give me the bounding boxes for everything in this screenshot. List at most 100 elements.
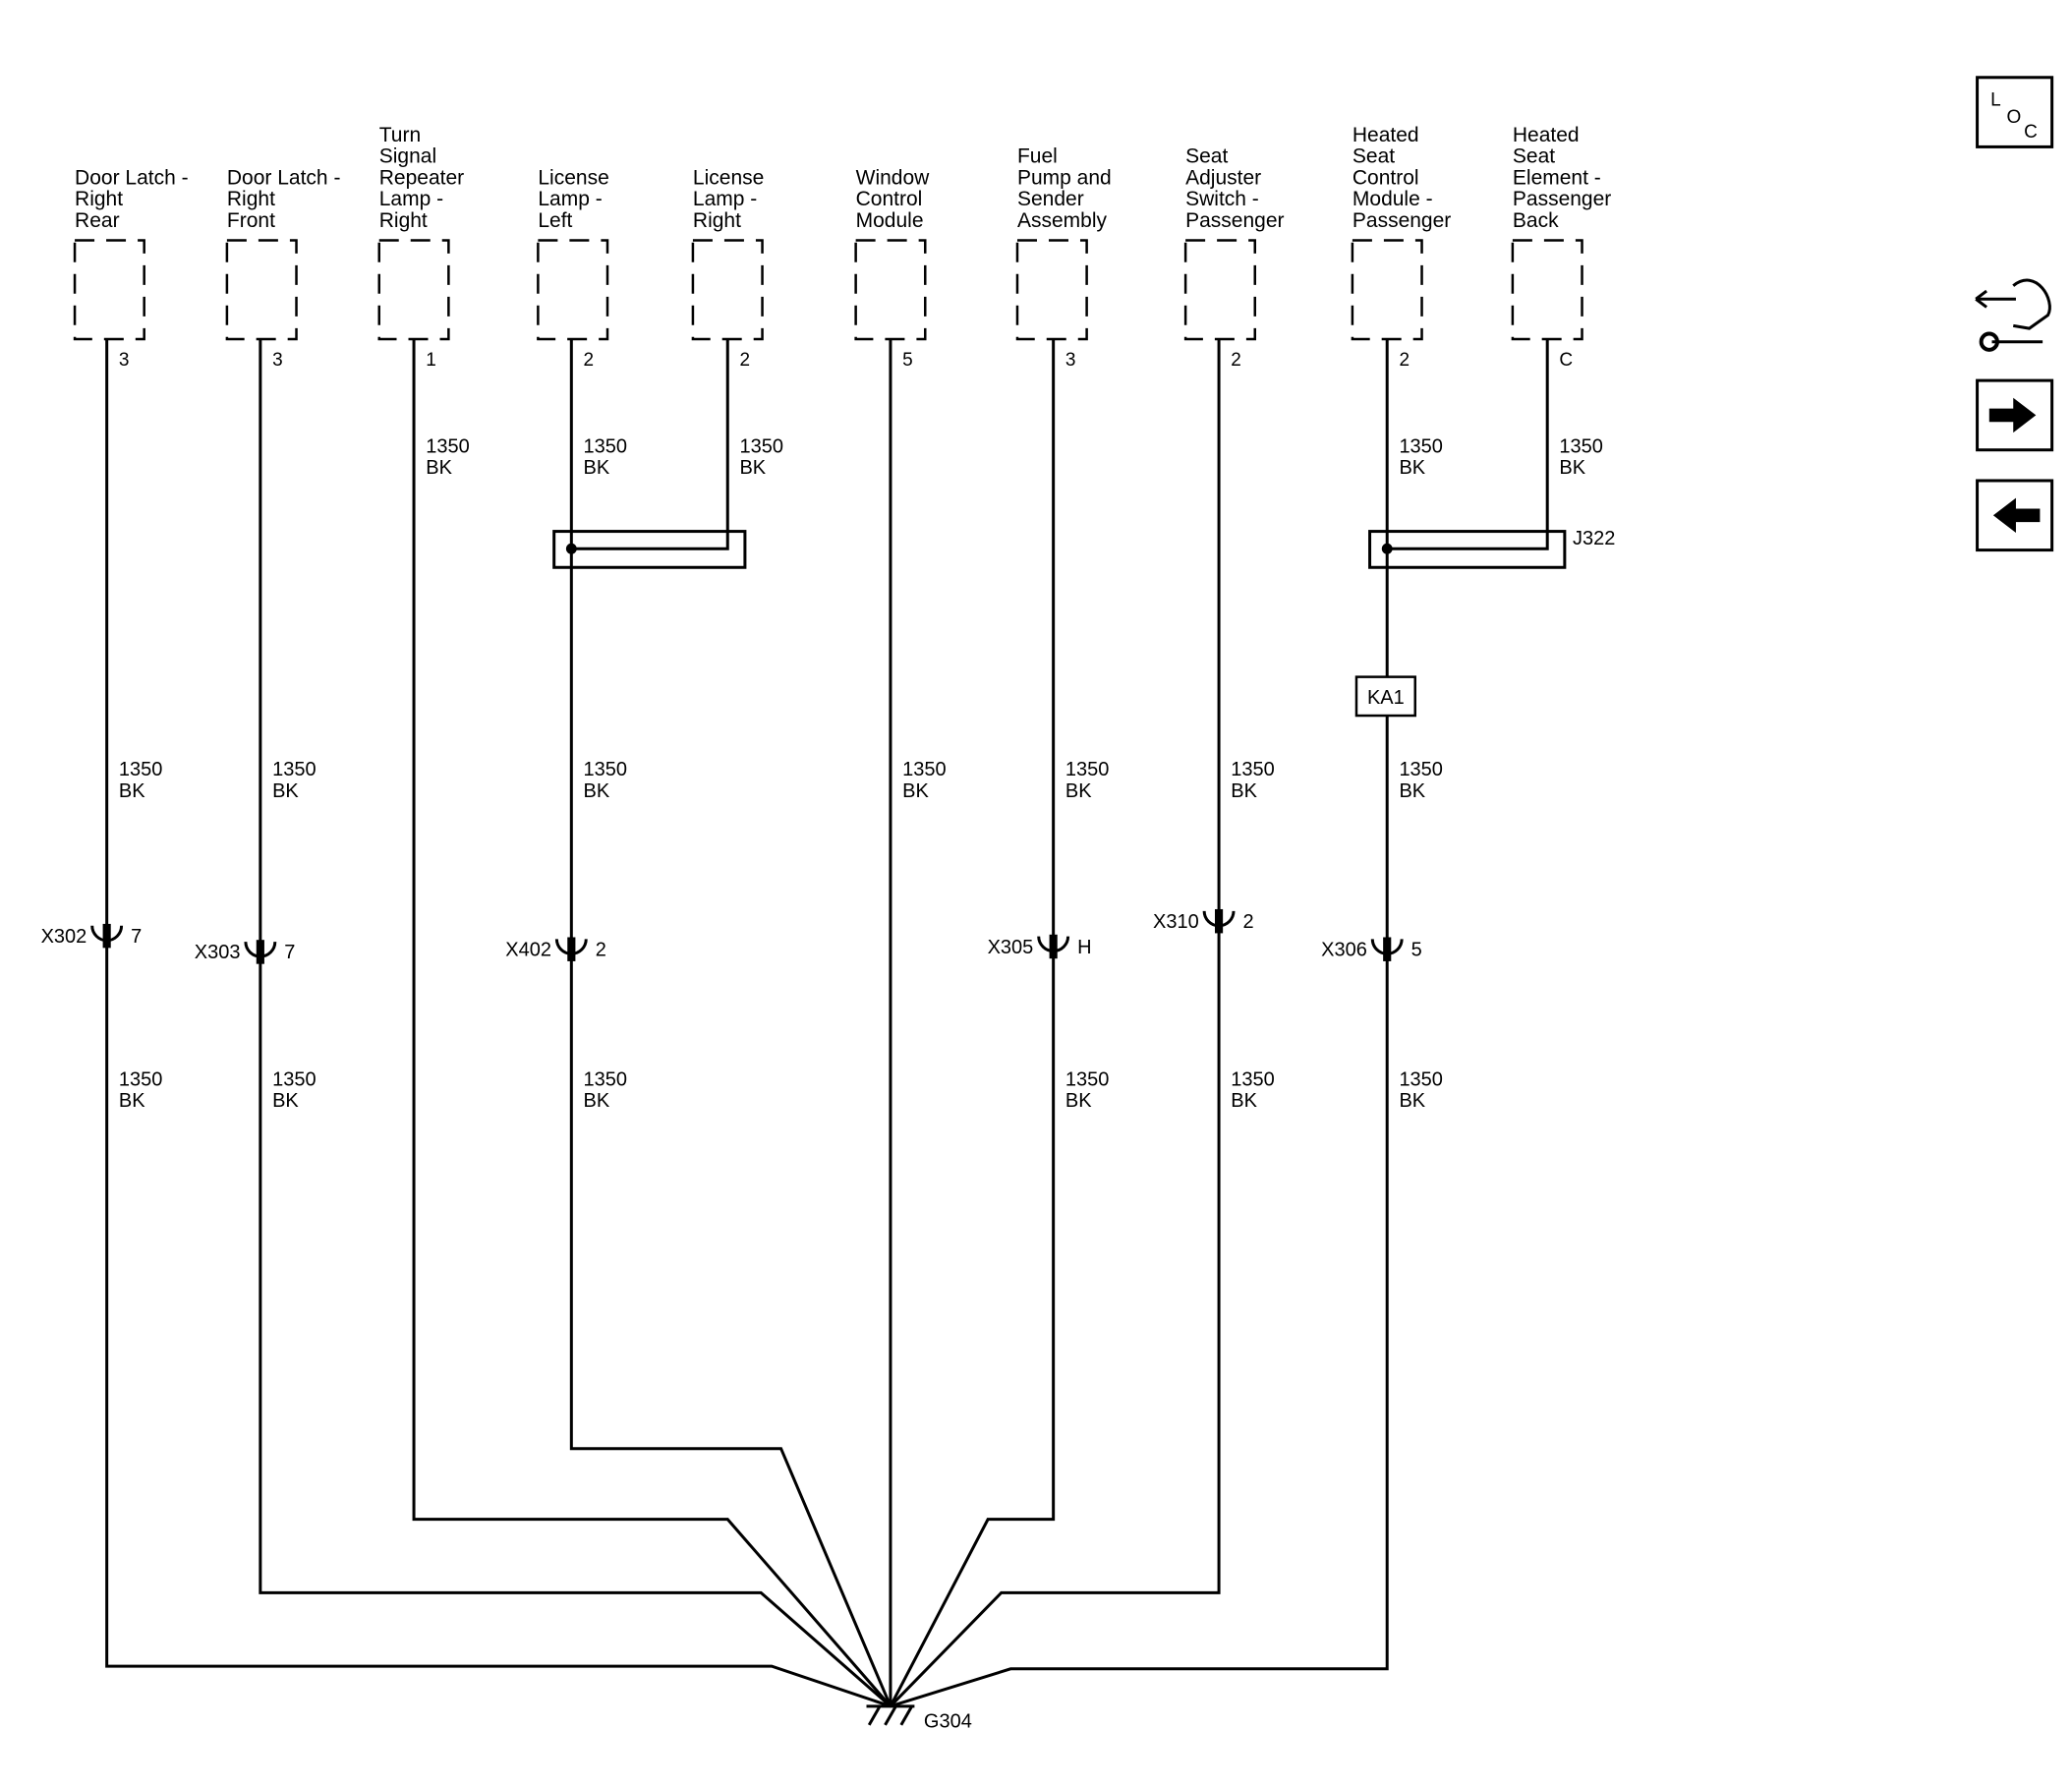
circuit-number: 1350 [272,1068,317,1090]
pin-label: 2 [739,350,750,371]
component-label: Control [856,188,923,210]
pin-label: 2 [1231,350,1241,371]
icon-stroke [1975,289,1987,309]
component-box [691,239,764,341]
component-label: Passenger [1353,209,1451,232]
component-label: Repeater [379,166,464,189]
connector-pin-number: 5 [1411,940,1422,961]
pin-label: C [1559,350,1573,371]
connector-pin [256,940,264,964]
wire-color: BK [272,780,299,802]
component-label: Lamp - [693,188,757,210]
component-label: Sender [1017,188,1084,210]
component-label: License [538,166,608,189]
connector-id: X310 [1153,911,1199,933]
circuit-number: 1350 [1559,435,1603,457]
pin-label: 3 [1065,350,1076,371]
component-label: Right [227,188,275,210]
component-box [377,239,450,341]
connector-id: X305 [988,937,1034,958]
component-label: Passenger [1185,209,1284,232]
wire-color: BK [1065,780,1092,802]
pin-label: 1 [426,350,436,371]
component-label: Door Latch - [75,166,189,189]
icon-stroke [1979,331,1999,352]
circuit-number: 1350 [272,759,317,780]
inline-component-box [1354,675,1416,718]
component-label: Right [693,209,741,232]
connector-tools-icon [1975,278,2051,352]
circuit-number: 1350 [119,1068,163,1090]
component-box [854,239,927,341]
component-label: Switch - [1185,188,1259,210]
wire-color: BK [1399,457,1425,479]
icon-letter: O [2006,107,2021,128]
circuit-number: 1350 [584,759,628,780]
component-label: Front [227,209,275,232]
splice-id: J322 [1573,528,1615,549]
connector-pin-number: 2 [596,940,606,961]
component-label: Right [379,209,428,232]
connector-pin-number: H [1077,937,1091,958]
icon-letter: L [1990,89,2001,110]
component-label: Element - [1513,166,1601,189]
component-label: Lamp - [379,188,443,210]
splice-dot [565,543,577,554]
location-icon: LOC [1976,76,2054,148]
circuit-number: 1350 [1065,759,1110,780]
component-label: Heated [1353,124,1419,146]
connector-pin [567,937,576,961]
wire-splice-feed [1387,338,1549,550]
circuit-number: 1350 [1399,759,1443,780]
wire-color: BK [426,457,452,479]
component-label: Control [1353,166,1419,189]
icon-arrow [1988,397,2037,433]
ground-hatch [867,1705,882,1726]
component-label: Heated [1513,124,1580,146]
component-label: Module - [1353,188,1433,210]
connector-pin [1215,908,1224,934]
circuit-number: 1350 [902,759,947,780]
icon-stroke [2012,278,2051,330]
pin-label: 2 [584,350,595,371]
component-label: Pump and [1017,166,1112,189]
connector-pin [102,923,111,949]
component-label: Left [538,209,572,232]
ground-hatch [899,1705,913,1726]
pin-label: 5 [902,350,913,371]
wire-color: BK [1065,1090,1092,1112]
connector-id: X306 [1321,940,1367,961]
splice-pack-j322 [1368,530,1567,569]
wire-color: BK [584,780,610,802]
component-label: Seat [1185,145,1228,168]
component-label: Signal [379,145,436,168]
component-box [225,239,298,341]
wire-color: BK [1399,1090,1425,1112]
wire-color: BK [1231,1090,1257,1112]
wire [412,338,892,1707]
component-label: Right [75,188,123,210]
component-label: Back [1513,209,1559,232]
wire-color: BK [119,1090,145,1112]
wire-color: BK [1231,780,1257,802]
splice-pack [552,530,747,569]
component-box [1511,239,1583,341]
